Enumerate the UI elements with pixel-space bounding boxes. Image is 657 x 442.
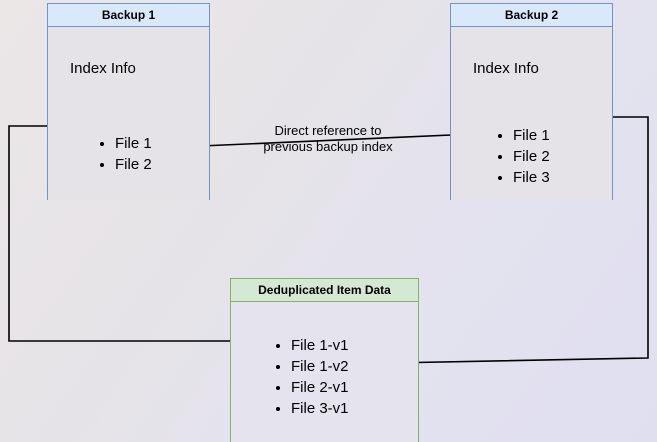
backup-2-index-info-label: Index Info: [473, 60, 539, 77]
list-item: File 1: [496, 125, 550, 146]
node-backup-2-body: Index Info File 1 File 2 File 3: [451, 27, 612, 200]
direct-reference-line-1: Direct reference to: [274, 123, 382, 138]
list-item: File 1-v2: [274, 356, 349, 377]
list-item: File 2: [496, 146, 550, 167]
list-item: File 2: [98, 154, 152, 175]
backup-1-file-list: File 1 File 2: [98, 133, 152, 175]
backup-2-file-list: File 1 File 2 File 3: [496, 125, 550, 188]
node-backup-1-title: Backup 1: [48, 4, 209, 27]
list-item: File 2-v1: [274, 377, 349, 398]
node-backup-1[interactable]: Backup 1 Index Info File 1 File 2: [47, 3, 210, 200]
dedup-file-list: File 1-v1 File 1-v2 File 2-v1 File 3-v1: [274, 335, 349, 419]
backup-1-index-info-label: Index Info: [70, 60, 136, 77]
node-dedup-body: File 1-v1 File 1-v2 File 2-v1 File 3-v1: [231, 302, 418, 442]
node-backup-2[interactable]: Backup 2 Index Info File 1 File 2 File 3: [450, 3, 613, 200]
list-item: File 3: [496, 167, 550, 188]
direct-reference-annotation: Direct reference to previous backup inde…: [248, 123, 408, 155]
list-item: File 1: [98, 133, 152, 154]
list-item: File 1-v1: [274, 335, 349, 356]
node-deduplicated-item-data[interactable]: Deduplicated Item Data File 1-v1 File 1-…: [230, 278, 419, 442]
node-backup-2-title: Backup 2: [451, 4, 612, 27]
node-dedup-title: Deduplicated Item Data: [231, 279, 418, 302]
node-backup-1-body: Index Info File 1 File 2: [48, 27, 209, 200]
list-item: File 3-v1: [274, 398, 349, 419]
direct-reference-line-2: previous backup index: [263, 139, 393, 154]
